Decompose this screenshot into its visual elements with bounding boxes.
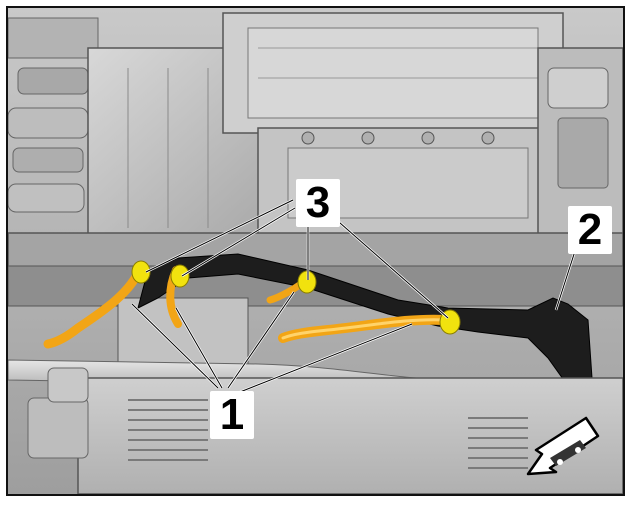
callout-label-2: 2 (568, 206, 612, 254)
callout-label-1: 1 (210, 391, 254, 439)
callout-label-3: 3 (296, 179, 340, 227)
engine-illustration (8, 8, 623, 494)
left-components (8, 17, 99, 213)
hoses (43, 266, 451, 349)
radiator (27, 367, 623, 494)
forward-arrow-icon (526, 416, 600, 476)
diagram-frame: 1 2 3 (6, 6, 625, 496)
engine-block (87, 12, 564, 239)
leader-lines-dark (131, 199, 577, 393)
